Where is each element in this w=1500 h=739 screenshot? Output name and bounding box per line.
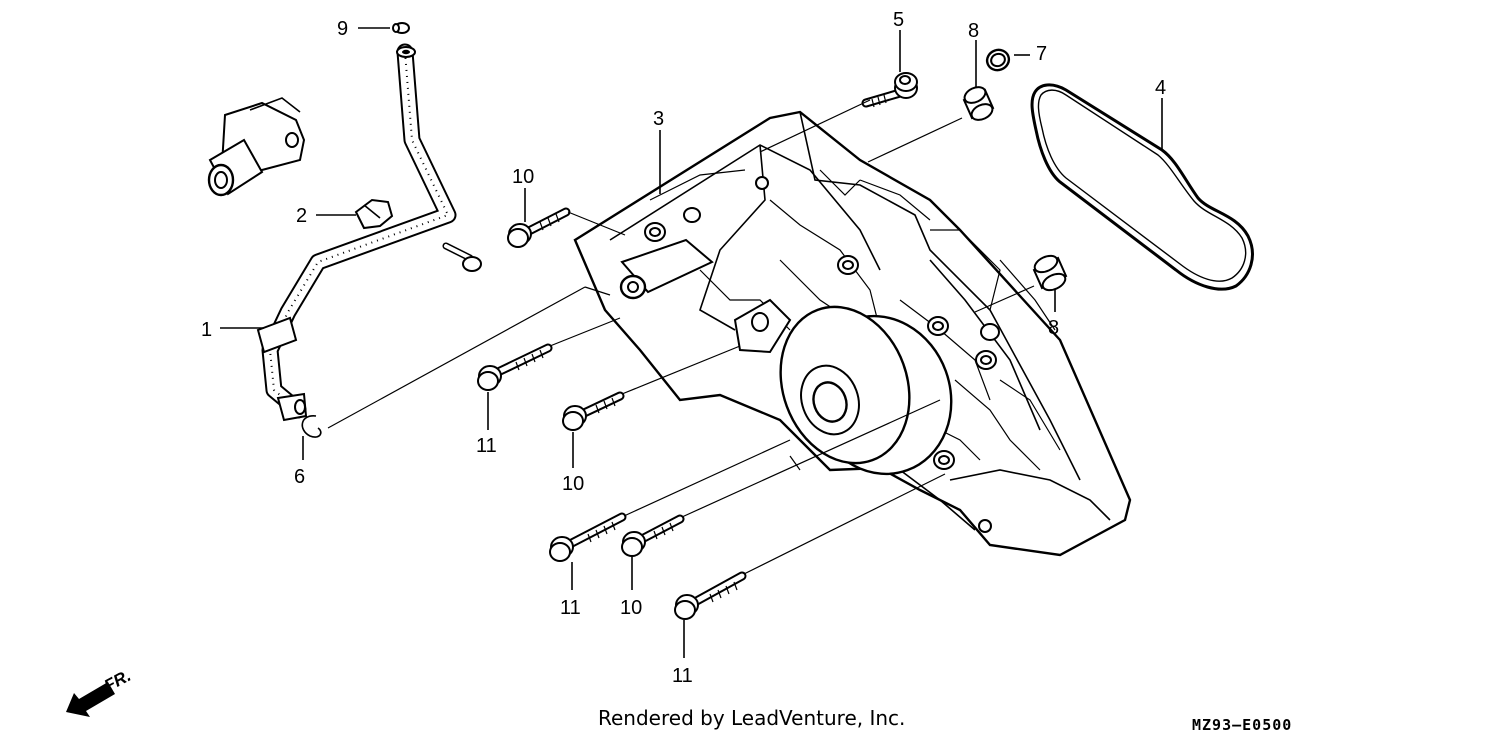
callout-labels: 9 5 8 7 4 3 10 2 1 8 11 10 6 11 10 11: [201, 9, 1166, 687]
gasket[interactable]: [1030, 83, 1254, 291]
callout-1: 1: [201, 319, 212, 341]
front-direction-arrow: FR.: [66, 666, 134, 717]
callout-11-lower-left: 11: [560, 597, 581, 619]
o-ring-9[interactable]: [392, 22, 410, 34]
callout-3: 3: [653, 108, 664, 130]
arrow-left-icon: [66, 682, 115, 717]
callout-11-upper: 11: [476, 435, 497, 457]
hose-joint[interactable]: [207, 97, 306, 197]
dowel-pin-right[interactable]: [1032, 253, 1068, 294]
callout-10-top: 10: [512, 166, 534, 188]
water-hose[interactable]: [256, 43, 457, 422]
callout-10-middle: 10: [562, 473, 584, 495]
bolt-10-lower[interactable]: [621, 514, 685, 557]
o-ring-7[interactable]: [984, 47, 1012, 73]
bolt-11-upper[interactable]: [477, 343, 553, 391]
callout-4: 4: [1155, 77, 1166, 99]
cover-boss: [619, 238, 792, 354]
callout-2: 2: [296, 205, 307, 227]
pump-impeller-housing: [779, 305, 953, 476]
bolt-11-lower-left[interactable]: [549, 512, 627, 562]
bolt-11-bottom[interactable]: [674, 571, 747, 620]
dowel-pin-top[interactable]: [962, 84, 995, 123]
diagram-code: MZ93–E0500: [1192, 716, 1293, 734]
bolt-10-middle[interactable]: [562, 391, 625, 431]
callout-9: 9: [337, 18, 348, 40]
clip-6[interactable]: [301, 415, 322, 438]
bolt-5[interactable]: [861, 72, 918, 108]
callout-7: 7: [1036, 43, 1047, 65]
callout-11-bottom: 11: [672, 665, 693, 687]
hose-clamp[interactable]: [354, 198, 394, 230]
callout-8-top: 8: [968, 20, 979, 42]
leader-lines: [220, 27, 1163, 658]
callout-5: 5: [893, 9, 904, 31]
callout-10-lower: 10: [620, 597, 642, 619]
footer-credit: Rendered by LeadVenture, Inc.: [598, 706, 906, 730]
callout-6: 6: [294, 466, 305, 488]
bolt-10-top[interactable]: [507, 207, 571, 248]
callout-8-right: 8: [1048, 317, 1059, 339]
small-bolt[interactable]: [442, 242, 482, 272]
